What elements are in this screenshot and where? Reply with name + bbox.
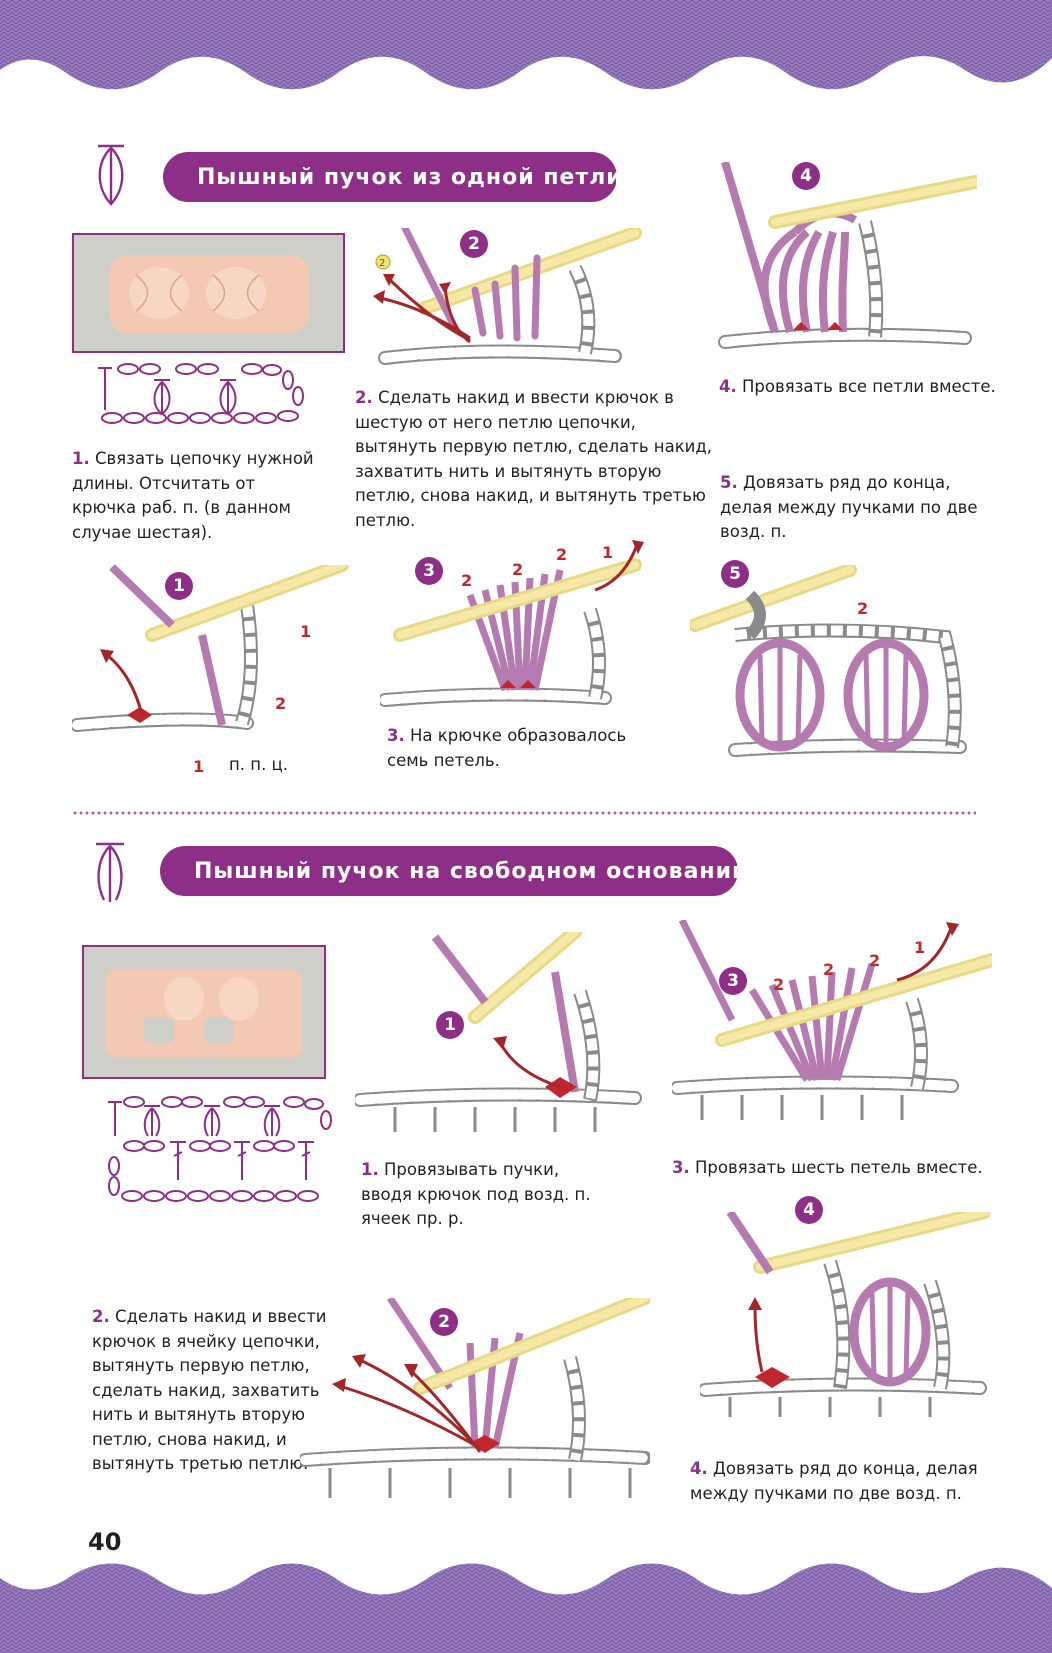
- loop-mark: 1: [602, 543, 614, 562]
- step-text: Провязывать пучки, вводя крючок под возд…: [361, 1160, 591, 1228]
- loop-mark: 2: [512, 560, 524, 579]
- loop-mark: 2: [823, 960, 835, 979]
- step-text: Связать цепочку нужной длины. Отсчитать …: [72, 449, 314, 542]
- step-number: 4.: [690, 1459, 708, 1478]
- section1-step2-caption: 2. Сделать накид и ввести крючок в шесту…: [355, 386, 715, 533]
- step-number: 1.: [361, 1160, 379, 1179]
- figure-badge-4: 4: [795, 1196, 823, 1224]
- section2-step2-caption: 2. Сделать накид и ввести крючок в ячейк…: [92, 1305, 342, 1477]
- step-text: Провязать шесть петель вместе.: [695, 1158, 983, 1177]
- crochet-chart-2: [108, 1096, 332, 1202]
- crochet-chart-1: [98, 363, 304, 424]
- section2-step1-caption: 1. Провязывать пучки, вводя крючок под в…: [361, 1158, 601, 1232]
- step-text: Довязать ряд до конца, делая между пучка…: [690, 1459, 978, 1503]
- section2-step4-caption: 4. Довязать ряд до конца, делая между пу…: [690, 1457, 990, 1506]
- section2-title: Пышный пучок на свободном основании: [160, 846, 747, 896]
- step-number: 4.: [719, 377, 737, 396]
- sample-photo-2: [82, 945, 326, 1079]
- figure-badge-1: 1: [436, 1011, 464, 1039]
- loop-mark: 1: [914, 938, 926, 957]
- step-text: Провязать все петли вместе.: [742, 377, 996, 396]
- step-number: 3.: [672, 1158, 690, 1177]
- section2-figure-2: [300, 1298, 650, 1498]
- figure-badge-5: 5: [721, 560, 749, 588]
- section1-figure-2: 1 2: [373, 228, 642, 365]
- step-text: Сделать накид и ввести крючок в ячейку ц…: [92, 1307, 327, 1473]
- loop-mark: 2: [857, 599, 869, 618]
- section1-figure-3: [380, 540, 644, 707]
- sample-photo-1: [72, 233, 345, 353]
- loop-mark: 2: [556, 545, 568, 564]
- loop-mark: 2: [275, 694, 287, 713]
- section2-figure-4: [700, 1212, 990, 1417]
- section1-step1-caption: 1. Связать цепочку нужной длины. Отсчита…: [72, 447, 322, 545]
- loop-mark: 2: [773, 975, 785, 994]
- step-number: 5.: [720, 473, 738, 492]
- figure-badge-2: 2: [460, 230, 488, 258]
- section2-figure-3: [672, 920, 992, 1120]
- puff-stitch-symbol-icon: [98, 144, 124, 206]
- section1-step4-caption: 4. Провязать все петли вместе.: [719, 375, 999, 400]
- section1-title: Пышный пучок из одной петли: [163, 152, 622, 202]
- section-divider: [72, 810, 976, 816]
- step-text: Довязать ряд до конца, делая между пучка…: [720, 473, 978, 541]
- loop-mark: 1: [300, 622, 312, 641]
- loop-mark: 2: [461, 571, 473, 590]
- section1-figure-4: [718, 162, 977, 349]
- step-number: 3.: [387, 726, 405, 745]
- section1-figure-5: [690, 565, 967, 757]
- svg-text:2: 2: [379, 258, 385, 269]
- step-number: 2.: [92, 1307, 110, 1326]
- figure-label-ppc: п. п. ц.: [229, 755, 289, 774]
- figure-badge-2: 2: [430, 1308, 458, 1336]
- section1-step5-caption: 5. Довязать ряд до конца, делая между пу…: [720, 471, 980, 545]
- figure-badge-4: 4: [792, 162, 820, 190]
- loop-mark: 1: [193, 757, 205, 776]
- loop-mark: 2: [869, 951, 881, 970]
- bottom-knit-border: [0, 1563, 1052, 1653]
- page-number: 40: [88, 1528, 122, 1556]
- step-number: 1.: [72, 449, 90, 468]
- step-text: На крючке образовалось семь петель.: [387, 726, 627, 770]
- top-knit-border: [0, 0, 1052, 90]
- section1-figure-1: [72, 565, 349, 732]
- figure-badge-3: 3: [415, 557, 443, 585]
- section1-step3-caption: 3. На крючке образовалось семь петель.: [387, 724, 647, 773]
- step-text: Сделать накид и ввести крючок в шестую о…: [355, 388, 713, 530]
- figure-badge-3: 3: [719, 967, 747, 995]
- section2-step3-caption: 3. Провязать шесть петель вместе.: [672, 1156, 992, 1181]
- step-number: 2.: [355, 388, 373, 407]
- figure-badge-1: 1: [165, 572, 193, 600]
- puff-stitch-open-symbol-icon: [96, 842, 124, 902]
- section2-figure-1: [355, 932, 642, 1132]
